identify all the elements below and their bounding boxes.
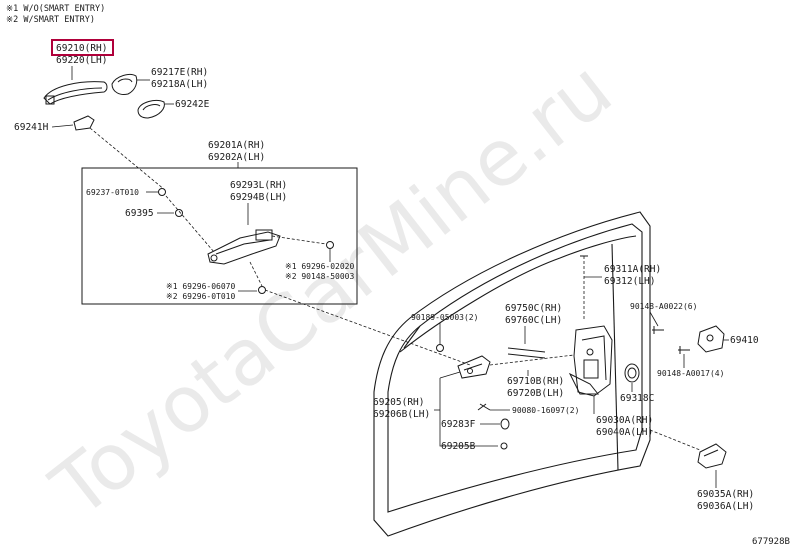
dash-to-bolt bbox=[249, 261, 263, 287]
diagram-code: 677928B bbox=[752, 537, 790, 547]
lock-cylinder-assembly bbox=[165, 195, 327, 265]
part-label-90148-A0017[interactable]: 90148-A0017(4) bbox=[657, 369, 724, 378]
cable-69750C bbox=[507, 347, 546, 359]
handle-cover bbox=[111, 73, 138, 95]
part-label-69218A[interactable]: 69218A(LH) bbox=[151, 79, 208, 90]
part-label-90148-50003[interactable]: ※2 90148-50003 bbox=[285, 272, 355, 281]
part-label-69237[interactable]: 69237-0T010 bbox=[86, 188, 139, 197]
part-label-69760C[interactable]: 69760C(LH) bbox=[505, 315, 562, 326]
part-label-69241H[interactable]: 69241H bbox=[14, 122, 49, 133]
watermark: ToyotaCarMine.ru bbox=[36, 45, 629, 536]
inside-handle-assembly bbox=[457, 355, 491, 379]
note-without-smart-entry: ※1 W/O(SMART ENTRY) bbox=[6, 4, 105, 14]
part-label-69202A[interactable]: 69202A(LH) bbox=[208, 152, 265, 163]
front-door-outline bbox=[373, 211, 651, 537]
part-label-69318C[interactable]: 69318C bbox=[620, 393, 654, 404]
part-label-69210[interactable]: 69210(RH) bbox=[56, 43, 107, 54]
part-label-69035A[interactable]: 69035A(RH) bbox=[697, 489, 754, 500]
part-label-69201A[interactable]: 69201A(RH) bbox=[208, 140, 265, 151]
highlight-box-69210 bbox=[51, 39, 114, 56]
handle-pad bbox=[137, 99, 165, 119]
part-label-69220[interactable]: 69220(LH) bbox=[56, 55, 107, 66]
bracket-69205 bbox=[439, 378, 498, 447]
door-lock-striker bbox=[697, 443, 727, 469]
grommet-icon bbox=[624, 363, 640, 383]
part-label-69395[interactable]: 69395 bbox=[125, 208, 154, 219]
part-label-90080[interactable]: 90080-16097(2) bbox=[512, 406, 579, 415]
leader-69205-top bbox=[439, 371, 461, 379]
part-label-69030A[interactable]: 69030A(RH) bbox=[596, 415, 653, 426]
note-with-smart-entry: ※2 W/SMART ENTRY) bbox=[6, 15, 95, 25]
bezel-69205B-icon bbox=[500, 442, 508, 450]
grommet-inner bbox=[627, 367, 637, 379]
part-label-69293L[interactable]: 69293L(RH) bbox=[230, 180, 287, 191]
screw-A0022-icon bbox=[652, 326, 664, 334]
part-label-69294B[interactable]: 69294B(LH) bbox=[230, 192, 287, 203]
dashed-rod-handle-to-box bbox=[89, 127, 166, 191]
part-label-69206B[interactable]: 69206B(LH) bbox=[373, 409, 430, 420]
part-label-69710B[interactable]: 69710B(RH) bbox=[507, 376, 564, 387]
bolt-90189-icon bbox=[436, 344, 444, 352]
bolt-icon bbox=[258, 286, 266, 294]
door-lock-assembly bbox=[568, 325, 613, 397]
part-label-90148-A0022[interactable]: 90148-A0022(6) bbox=[630, 302, 697, 311]
part-label-69312[interactable]: 69312(LH) bbox=[604, 276, 655, 287]
leader-69241H bbox=[51, 124, 74, 128]
part-label-69296-06070[interactable]: ※1 69296-06070 bbox=[166, 282, 236, 291]
part-label-69242E[interactable]: 69242E bbox=[175, 99, 210, 110]
screw-90080-icon bbox=[477, 403, 491, 411]
screw-A0017-icon bbox=[678, 346, 690, 354]
part-label-69750C[interactable]: 69750C(RH) bbox=[505, 303, 562, 314]
outside-door-handle bbox=[43, 81, 108, 105]
part-label-69205B[interactable]: 69205B bbox=[441, 441, 476, 452]
dashed-rod-box-to-door bbox=[264, 289, 471, 366]
door-lock-cylinder-box bbox=[81, 167, 358, 305]
part-label-69410[interactable]: 69410 bbox=[730, 335, 759, 346]
handle-frame-clip bbox=[73, 115, 95, 131]
part-label-69311A[interactable]: 69311A(RH) bbox=[604, 264, 661, 275]
part-label-90189[interactable]: 90189-05003(2) bbox=[411, 313, 478, 322]
part-label-69205[interactable]: 69205(RH) bbox=[373, 397, 424, 408]
part-label-69217E[interactable]: 69217E(RH) bbox=[151, 67, 208, 78]
part-label-69296-02020[interactable]: ※1 69296-02020 bbox=[285, 262, 355, 271]
leader-90148-A0022 bbox=[649, 311, 659, 327]
retainer-icon bbox=[158, 188, 166, 196]
part-label-69720B[interactable]: 69720B(LH) bbox=[507, 388, 564, 399]
dash-handle-to-lock bbox=[489, 354, 575, 366]
dash-lock-to-striker bbox=[649, 429, 701, 451]
door-hinge-part bbox=[697, 325, 725, 353]
part-label-69040A[interactable]: 69040A(LH) bbox=[596, 427, 653, 438]
part-label-69036A[interactable]: 69036A(LH) bbox=[697, 501, 754, 512]
screw-icon bbox=[326, 241, 334, 249]
washer-icon bbox=[175, 209, 183, 217]
part-label-69296-0T010[interactable]: ※2 69296-0T010 bbox=[166, 292, 236, 301]
part-label-69283F[interactable]: 69283F bbox=[441, 419, 476, 430]
cap-69283F-icon bbox=[500, 418, 510, 430]
